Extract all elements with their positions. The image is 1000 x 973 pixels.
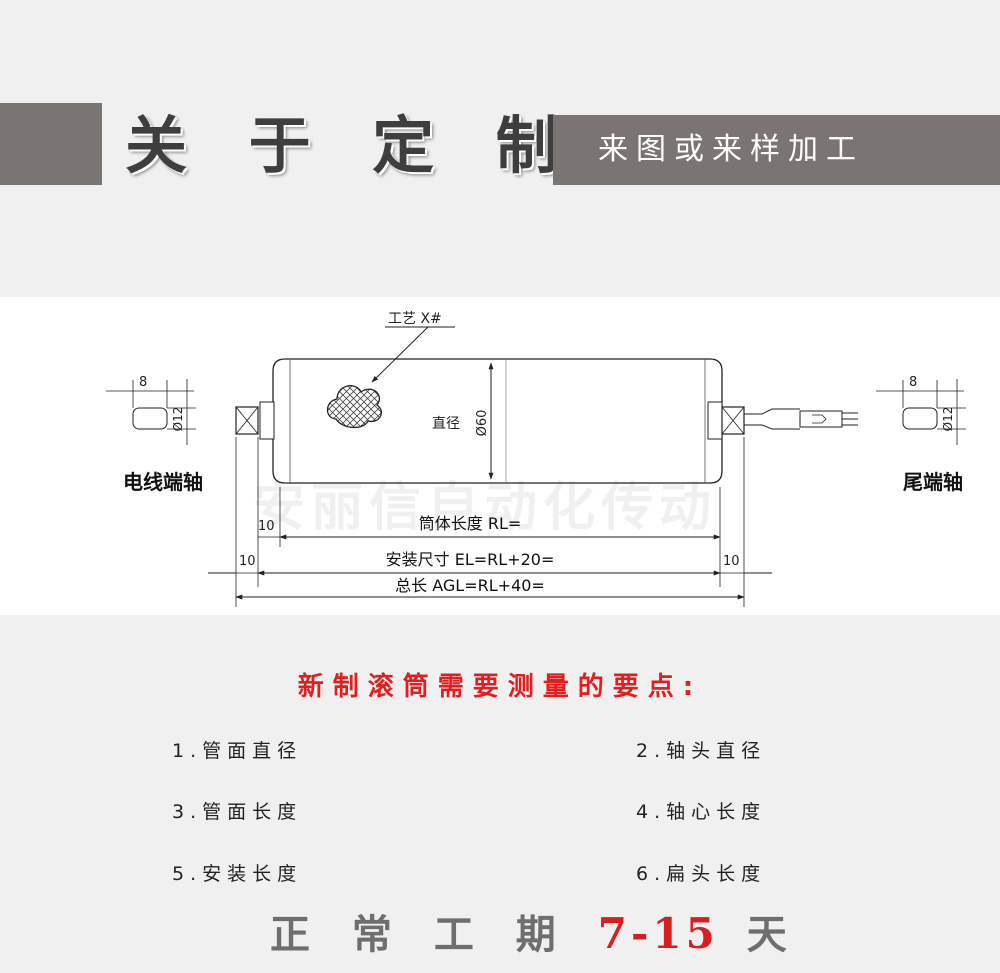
total-length-label: 总长 AGL=RL+40= bbox=[395, 576, 545, 595]
left-shaft-width: 8 bbox=[139, 375, 147, 390]
lead-time-suffix: 天 bbox=[746, 911, 801, 958]
dim-outer-right: 10 bbox=[723, 554, 740, 569]
lead-time-days: 7-15 bbox=[597, 909, 719, 958]
diameter-dimension bbox=[470, 358, 500, 484]
left-header-band bbox=[0, 103, 102, 185]
roller-drawing: 安丽信自动化传动 bbox=[106, 311, 966, 607]
left-shaft-diameter: Ø12 bbox=[171, 407, 185, 432]
right-shaft-width: 8 bbox=[909, 375, 917, 390]
lead-time-prefix: 正 常 工 期 bbox=[270, 911, 570, 958]
left-shaft-end bbox=[235, 401, 275, 440]
diameter-value: Ø60 bbox=[475, 410, 490, 437]
diameter-label: 直径 bbox=[432, 415, 460, 432]
right-shaft-diameter: Ø12 bbox=[941, 407, 955, 432]
right-shaft-name: 尾端轴 bbox=[903, 470, 963, 494]
technical-drawing: 安丽信自动化传动 bbox=[0, 297, 1000, 615]
page-title: 关 于 定 制 bbox=[125, 109, 578, 182]
measure-item-4: 4.轴心长度 bbox=[636, 801, 767, 823]
watermark: 安丽信自动化传动 bbox=[253, 477, 717, 538]
process-mark bbox=[326, 326, 455, 429]
measure-item-5: 5.安装长度 bbox=[172, 863, 303, 885]
dim-inner-left: 10 bbox=[258, 519, 275, 534]
measure-item-6: 6.扁头长度 bbox=[636, 863, 767, 885]
measure-item-2: 2.轴头直径 bbox=[636, 740, 767, 762]
measure-item-1: 1.管面直径 bbox=[172, 740, 303, 762]
tube-length-label: 筒体长度 RL= bbox=[419, 514, 522, 533]
lead-time: 正 常 工 期 7-15 天 bbox=[270, 905, 801, 963]
header-subtitle: 来图或来样加工 bbox=[598, 132, 864, 167]
right-shaft-detail bbox=[876, 379, 966, 445]
left-shaft-detail bbox=[106, 379, 196, 445]
install-size-label: 安装尺寸 EL=RL+20= bbox=[386, 550, 555, 569]
measure-item-3: 3.管面长度 bbox=[172, 801, 303, 823]
dim-outer-left: 10 bbox=[239, 554, 256, 569]
measure-heading: 新制滚筒需要测量的要点: bbox=[297, 672, 703, 702]
length-dimensions bbox=[208, 437, 772, 607]
right-header-band bbox=[553, 115, 1000, 185]
right-shaft-end bbox=[707, 401, 858, 440]
left-shaft-name: 电线端轴 bbox=[123, 470, 203, 494]
process-label: 工艺 X# bbox=[388, 311, 442, 327]
